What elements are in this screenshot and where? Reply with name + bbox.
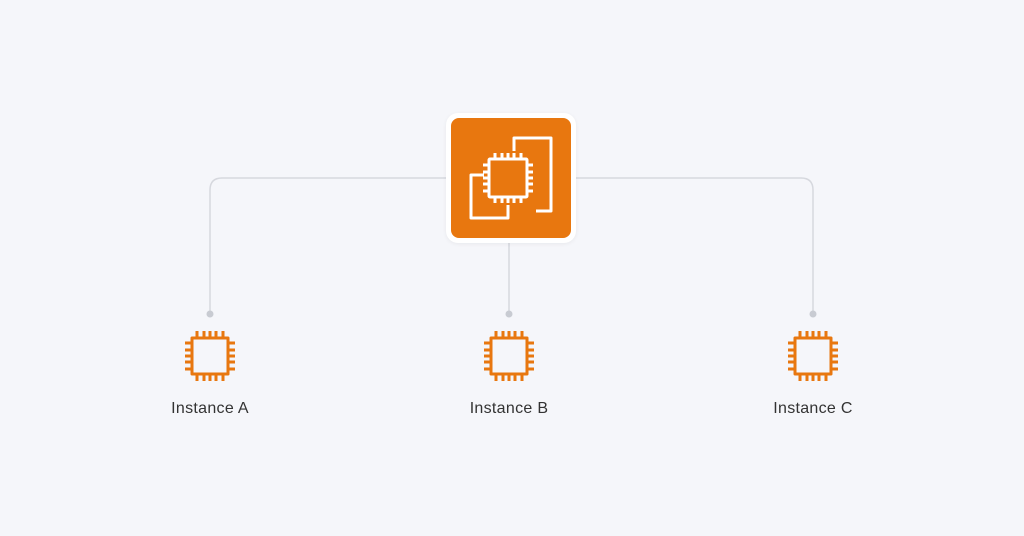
instance-label-a: Instance A bbox=[171, 400, 249, 417]
chip-icon bbox=[185, 331, 235, 381]
connector-dot-a bbox=[206, 310, 214, 318]
connector-dot-c bbox=[809, 310, 817, 318]
instance-node-b[interactable]: Instance B bbox=[439, 326, 579, 418]
hub-node[interactable] bbox=[446, 113, 576, 243]
instance-label-b: Instance B bbox=[469, 400, 549, 417]
instance-label-c: Instance C bbox=[773, 400, 853, 417]
chip-icon bbox=[484, 331, 534, 381]
connector-dot-b bbox=[505, 310, 513, 318]
connector-a bbox=[209, 177, 446, 314]
ec2-instances-icon bbox=[469, 136, 553, 220]
instance-node-a[interactable]: Instance A bbox=[140, 326, 280, 418]
connector-c bbox=[576, 177, 814, 314]
chip-icon bbox=[788, 331, 838, 381]
instance-node-c[interactable]: Instance C bbox=[743, 326, 883, 418]
hub-icon-tile bbox=[451, 118, 571, 238]
